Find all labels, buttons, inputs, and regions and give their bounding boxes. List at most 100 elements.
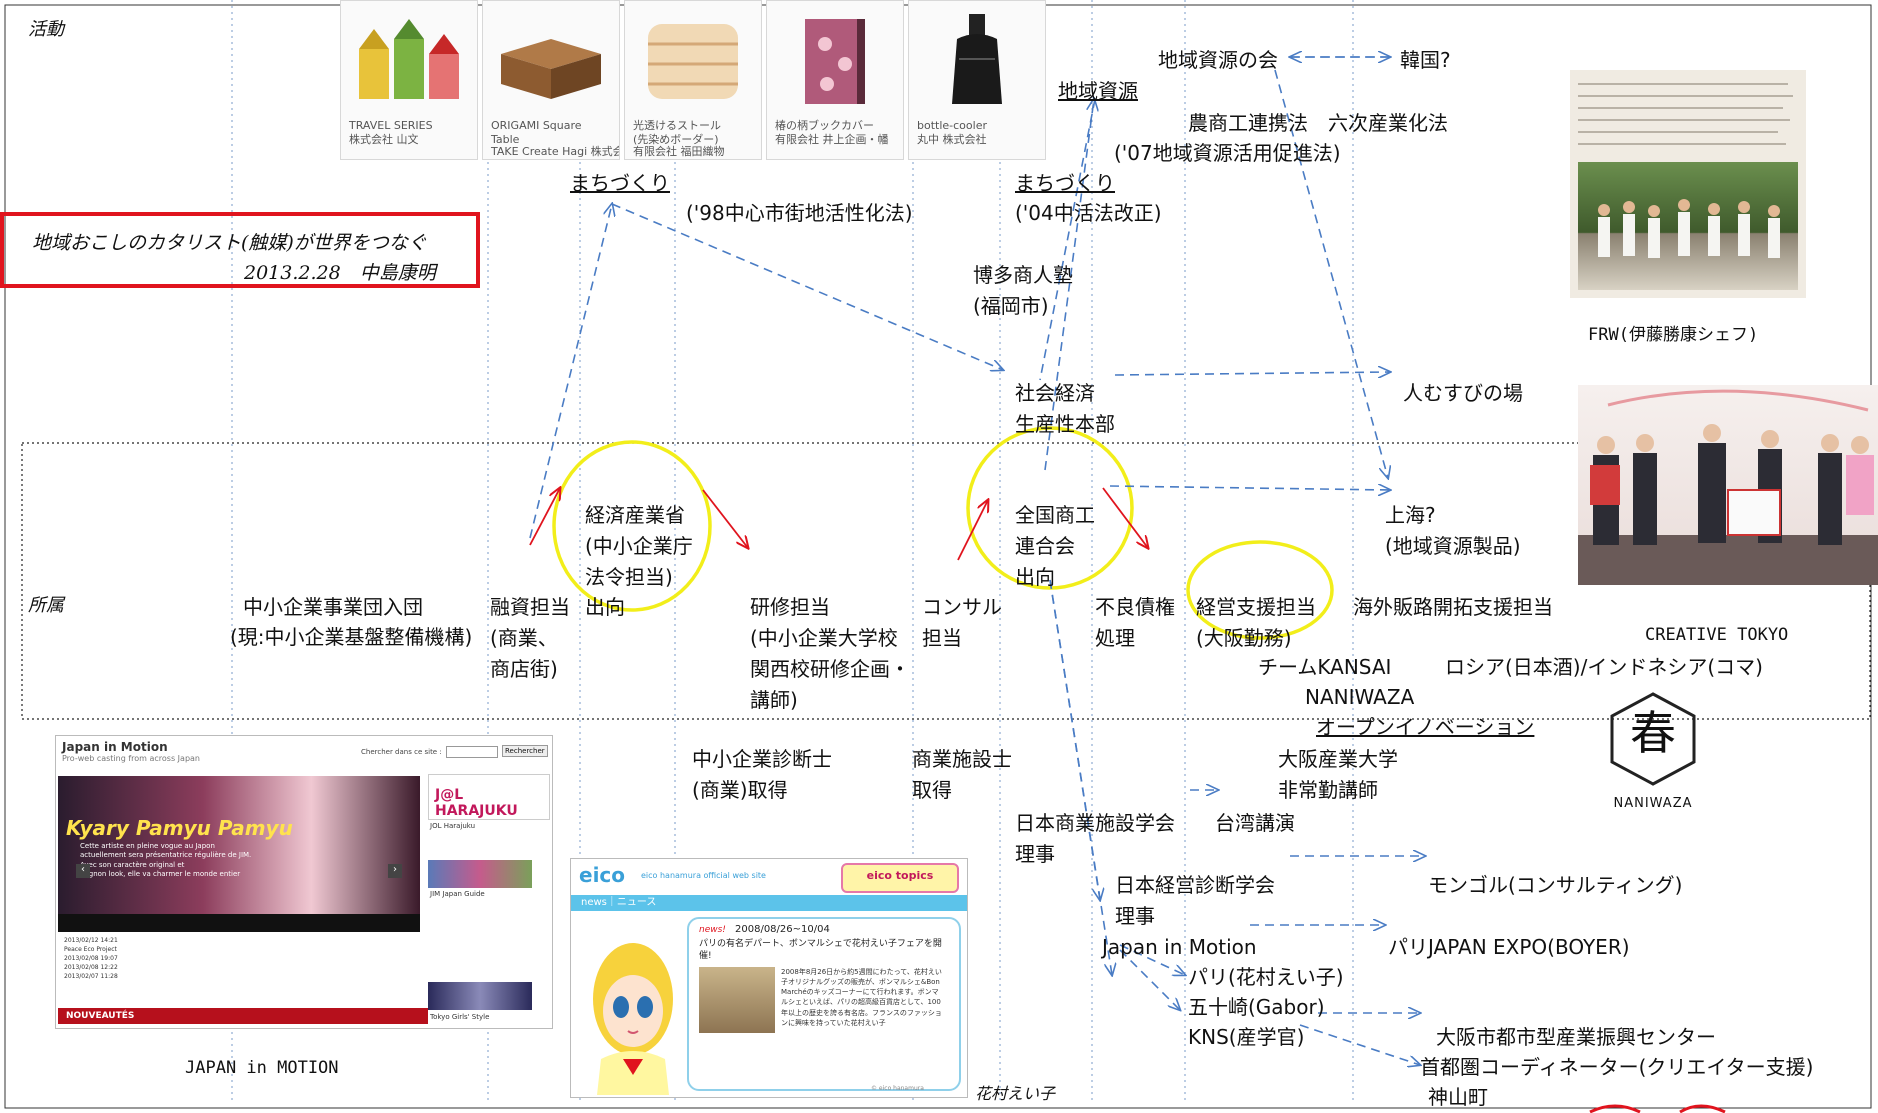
jim-news-item[interactable]: 2013/02/07 11:28 [64,973,118,980]
jim-news-item[interactable]: 2013/02/12 14:21 [64,937,118,944]
creative-tokyo-photo [1578,385,1878,585]
jim-banner-footer [58,914,420,932]
chevron-right-icon[interactable]: › [388,864,402,878]
jim-side-banner[interactable]: J@L HARAJUKU [428,774,550,820]
blue-arrows [529,57,1425,1065]
jim-search-input[interactable] [446,746,498,758]
node-chiiki-shigen-kai: 地域資源の会 [1158,48,1278,72]
product-maker: 有限会社 福田織物 [633,145,725,158]
frw-caption: FRW(伊藤勝康シェフ) [1588,325,1759,345]
node-naniwaza: NANIWAZA [1305,685,1415,709]
node-furyo: 不良債権 処理 [1095,595,1175,650]
highlight-circles [552,426,1334,640]
eico-logo: eico [579,863,626,887]
product-bookcover: 椿の柄ブックカバー 有限会社 井上企画・幡 [766,0,904,160]
main-title: 地域おこしのカタリスト(触媒)が世界をつなぐ [32,232,427,254]
title-box: 地域おこしのカタリスト(触媒)が世界をつなぐ 2013.2.28 中島康明 [0,212,480,288]
node-taiwan: 台湾講演 [1215,811,1295,835]
node-shakai: 社会経済 生産性本部 [1015,381,1115,436]
node-kaigai: 海外販路開拓支援担当 [1353,595,1553,619]
product-travel-series: TRAVEL SERIES 株式会社 山文 [340,0,478,160]
node-machizukuri-2: まちづくり [1015,171,1115,195]
node-meti: 経済産業省 (中小企業庁 法令担当) [585,503,693,589]
eico-news-title[interactable]: パリの有名デパート、ボンマルシェで花村えい子フェアを開催! [699,939,942,961]
stole-icon [648,24,738,99]
node-shanghai: 上海? (地域資源製品) [1385,503,1521,558]
node-law-04: ('04中活法改正) [1015,201,1162,225]
naniwaza-logo-kanji: 春 [1630,706,1676,760]
node-shisetsushi: 商業施設士 取得 [912,747,1012,802]
node-kamiyama: 神山町 [1428,1085,1488,1109]
product-caption: 椿の柄ブックカバー [775,119,874,132]
node-nihon-keiei: 日本経営診断学会 理事 [1115,873,1275,928]
node-shutoken: 首都圏コーディネーター(クリエイター支援) [1420,1055,1814,1079]
node-hitomusubi: 人むすびの場 [1403,381,1523,405]
node-russia: ロシア(日本酒)/インドネシア(コマ) [1445,655,1763,679]
node-zenkoku: 全国商工 連合会 出向 [1015,503,1095,589]
node-keiei: 経営支援担当 (大阪勤務) [1196,595,1316,650]
jim-news-item[interactable]: 2013/02/08 12:22 [64,964,118,971]
product-maker: 丸中 株式会社 [917,133,987,146]
node-law-98: ('98中心市街地活性化法) [686,201,913,225]
chevron-left-icon[interactable]: ‹ [76,864,90,878]
manga-girl-illustration [593,943,673,1095]
node-mongol: モンゴル(コンサルティング) [1428,873,1683,897]
frw-article-text [1578,78,1798,158]
jim-side-caption: JOL Harajuku [430,822,476,830]
product-caption: 光透けるストール (先染めボーダー) [633,119,721,146]
jim-news-item[interactable]: 2013/02/08 19:07 [64,955,118,962]
jim-tagline: Pro-web casting from across Japan [62,754,200,763]
node-nosho: 農商工連携法 六次産業化法 [1188,111,1448,135]
affiliation-label: 所属 [28,595,64,616]
jim-logo: Japan in Motion [62,740,168,754]
bookcover-icon [805,19,865,104]
frw-chefs-image [1578,162,1798,290]
eico-topics-badge[interactable]: eico topics [841,863,959,893]
eico-website: eico eico hanamura official web site eic… [570,858,968,1098]
hanamura-caption: 花村えい子 [975,1084,1056,1103]
product-bottle-cooler: bottle-cooler 丸中 株式会社 [908,0,1046,160]
naniwaza-logo-text: NANIWAZA [1613,796,1693,811]
node-kns: KNS(産学官) [1188,1025,1305,1049]
eico-copyright: © eico hanamura [871,1085,924,1092]
creative-tokyo-caption: CREATIVE TOKYO [1645,625,1789,645]
product-origami-table: ORIGAMI Square Table TAKE Create Hagi 株式… [482,0,620,160]
naniwaza-logo: 春 NANIWAZA [1598,688,1708,818]
node-chiiki-shigen: 地域資源 [1058,79,1138,103]
red-arrows [529,488,1148,561]
product-maker: 株式会社 山文 [349,133,419,146]
naniwaza-logo-mark [1610,692,1696,786]
node-paris-expo: パリJAPAN EXPO(BOYER) [1388,935,1630,959]
eico-nav[interactable]: news｜ニュース [571,895,967,911]
jim-side-girls: Tokyo Girls' Style [430,1013,490,1021]
frw-photo [1570,70,1806,298]
node-paris: パリ(花村えい子) [1188,965,1344,989]
product-maker: 有限会社 井上企画・幡 [775,133,889,146]
node-osaka-toshi: 大阪市都市型産業振興センター [1436,1025,1716,1049]
activity-label: 活動 [28,19,64,40]
node-yushi: 融資担当 (商業、 商店街) [490,595,570,681]
jim-website: Japan in Motion Pro-web casting from acr… [55,735,553,1029]
jim-search-button[interactable]: Rechercher [502,745,548,757]
bottle-icon [952,14,1002,104]
red-marks [1589,1104,1726,1113]
jim-news-item[interactable]: Peace Eco Project [64,946,117,953]
node-open-innovation: オープンイノベーション [1316,715,1535,739]
bonmarche-photo [699,967,775,1033]
node-law-07: ('07地域資源活用促進法) [1114,141,1341,165]
eico-news-label: news! [699,925,726,935]
jim-banner: Kyary Pamyu Pamyu Cette artiste en plein… [58,776,420,914]
jim-news-bar: NOUVEAUTÉS [58,1008,428,1024]
node-nihon-shisetsu: 日本商業施設学会 理事 [1015,811,1175,866]
eico-news-box: news! 2008/08/26~10/04 パリの有名デパート、ボンマルシェで… [687,917,961,1091]
node-kenshu: 研修担当 (中小企業大学校 関西校研修企画・ 講師) [750,595,910,712]
node-machizukuri-1: まちづくり [570,171,670,195]
jim-girls-image[interactable] [428,982,532,1010]
eico-news-date: 2008/08/26~10/04 [735,924,830,935]
jim-side-guide: JIM Japan Guide [430,890,485,898]
node-genkiban: (現:中小企業基盤整備機構) [230,625,473,649]
jim-guide-image[interactable] [428,860,532,888]
node-consul: コンサル 担当 [922,595,1002,650]
eico-subtitle: eico hanamura official web site [641,871,766,880]
